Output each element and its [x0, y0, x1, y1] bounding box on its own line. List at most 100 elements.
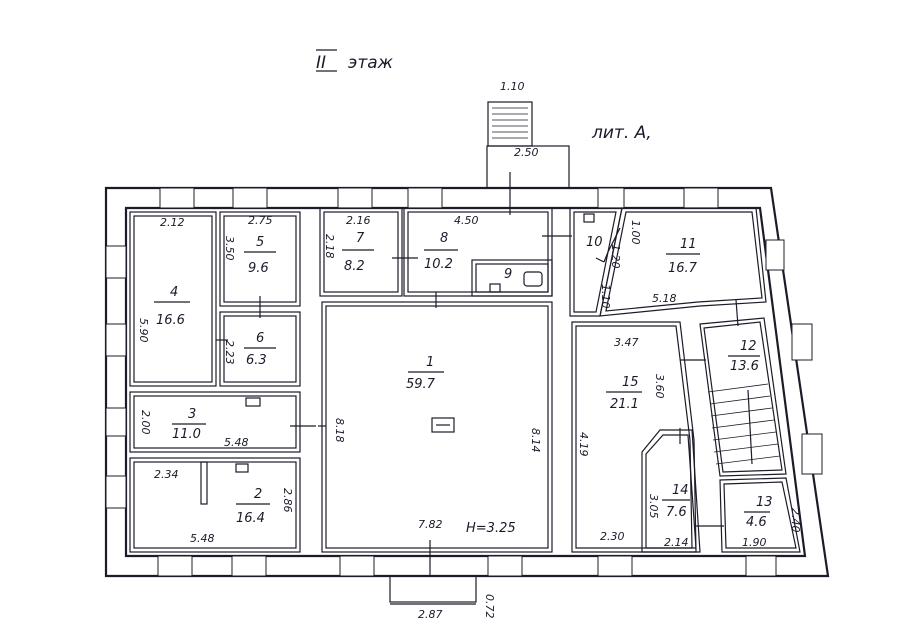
- dim-r4-side: 5.90: [137, 318, 150, 343]
- room-15: [571, 321, 697, 553]
- dim-r15-left: 4.19: [577, 432, 590, 457]
- dim-r15-bottom: 2.30: [600, 530, 625, 543]
- dim-entry-side: 0.72: [483, 594, 496, 619]
- floor-numeral: II: [316, 53, 326, 73]
- dim-r1-right: 8.14: [529, 428, 542, 453]
- room-13: [719, 477, 801, 553]
- room-label-10: 10: [586, 235, 603, 250]
- room-label-12: 12 13.6: [728, 339, 760, 374]
- room-label-2: 216.4: [236, 487, 270, 526]
- room-9: [471, 259, 553, 297]
- dim-r2-side: 2.86: [281, 488, 294, 513]
- dim-stair-top: 1.10: [500, 80, 525, 93]
- svg-text:6: 6: [256, 331, 264, 346]
- svg-text:12: 12: [740, 339, 757, 354]
- room-label-6: 66.3: [244, 331, 276, 368]
- svg-text:1: 1: [426, 355, 434, 370]
- room-label-11: 11 16.7: [666, 237, 700, 276]
- room-14: [641, 429, 701, 553]
- svg-text:21.1: 21.1: [610, 397, 639, 412]
- svg-text:10.2: 10.2: [424, 257, 453, 272]
- room-1: [321, 301, 553, 553]
- dim-r7-top: 2.16: [346, 214, 371, 227]
- svg-text:11.0: 11.0: [172, 427, 201, 442]
- dim-r13-bottom: 1.90: [742, 536, 767, 549]
- svg-text:3: 3: [188, 407, 196, 422]
- room-label-15: 15 21.1: [606, 375, 642, 412]
- dim-r6-side: 2.23: [223, 340, 236, 365]
- dim-height: H=3.25: [466, 521, 516, 536]
- room-label-5: 59.6: [244, 235, 276, 276]
- dim-r11-a: 1.00: [629, 220, 642, 245]
- room-label-8: 810.2: [424, 231, 458, 272]
- room-label-14: 147.6: [662, 483, 690, 520]
- room-label-1: 159.7: [406, 355, 444, 392]
- room-label-4: 416.6: [154, 285, 190, 328]
- svg-text:6.3: 6.3: [246, 353, 267, 368]
- svg-text:4.6: 4.6: [746, 515, 767, 530]
- room-label-3: 311.0: [172, 407, 206, 442]
- svg-text:7: 7: [356, 231, 365, 246]
- room-3: [129, 391, 301, 453]
- dim-r11-b: 1.20: [609, 244, 622, 269]
- svg-text:8: 8: [440, 231, 448, 246]
- room-7: [319, 207, 403, 297]
- room-4: [129, 211, 217, 387]
- dim-entry-bottom: 2.87: [418, 608, 443, 621]
- windows-top: [159, 187, 719, 209]
- dim-r8-top: 4.50: [454, 214, 479, 227]
- dim-r13-side: 2.40: [789, 508, 802, 533]
- svg-text:9: 9: [504, 267, 512, 282]
- svg-text:13.6: 13.6: [730, 359, 759, 374]
- outer-walls: [104, 186, 830, 578]
- bottom-entrance: [389, 540, 477, 605]
- svg-text:16.6: 16.6: [156, 313, 185, 328]
- room-11: [595, 207, 767, 317]
- dim-r15-right: 3.60: [653, 374, 666, 399]
- svg-text:59.7: 59.7: [406, 377, 436, 392]
- svg-text:16.4: 16.4: [236, 511, 265, 526]
- room-label-7: 78.2: [342, 231, 374, 274]
- building-letter: лит. А,: [591, 123, 652, 143]
- svg-text:8.2: 8.2: [344, 259, 365, 274]
- dim-r14-bottom: 2.14: [664, 536, 689, 549]
- svg-text:14: 14: [672, 483, 689, 498]
- dim-r15-top: 3.47: [614, 336, 639, 349]
- room-2: [129, 457, 301, 553]
- stair-12: [707, 383, 781, 465]
- door-marks: [216, 235, 739, 527]
- dim-r3-len: 5.48: [224, 436, 249, 449]
- dim-r14-side: 3.05: [647, 494, 660, 519]
- dim-r1-bottom: 7.82: [418, 518, 443, 531]
- dim-r5-side: 3.50: [223, 236, 236, 261]
- dim-r3-side: 2.00: [139, 410, 152, 435]
- svg-text:5: 5: [256, 235, 264, 250]
- dim-r11-c: 1.10: [599, 284, 612, 309]
- svg-text:11: 11: [680, 237, 697, 252]
- floor-word: этаж: [348, 53, 394, 73]
- svg-text:13: 13: [756, 495, 773, 510]
- dim-r5-top: 2.75: [248, 214, 273, 227]
- dim-r2-bottom: 5.48: [190, 532, 215, 545]
- dim-r11-bottom: 5.18: [652, 292, 677, 305]
- dimensions: 1.10 2.50 2.12 5.90 2.75 3.50 2.23 2.16 …: [137, 80, 802, 621]
- svg-text:9.6: 9.6: [248, 261, 269, 276]
- windows-bottom: [157, 555, 777, 577]
- svg-text:7.6: 7.6: [666, 505, 687, 520]
- dim-r1-left: 8.18: [333, 418, 346, 443]
- svg-text:10: 10: [586, 235, 603, 250]
- windows-right: [765, 239, 823, 475]
- dim-r4-top: 2.12: [160, 216, 185, 229]
- dim-porch-top: 2.50: [514, 146, 539, 159]
- room-label-9: 9: [504, 267, 512, 282]
- svg-text:15: 15: [622, 375, 639, 390]
- svg-text:16.7: 16.7: [668, 261, 698, 276]
- room-12: [699, 317, 787, 477]
- svg-text:2: 2: [254, 487, 262, 502]
- dim-r2-top: 2.34: [154, 468, 179, 481]
- dim-r7-side: 2.18: [323, 234, 336, 259]
- windows-left: [105, 245, 127, 509]
- room-label-13: 134.6: [744, 495, 773, 530]
- svg-text:4: 4: [170, 285, 178, 300]
